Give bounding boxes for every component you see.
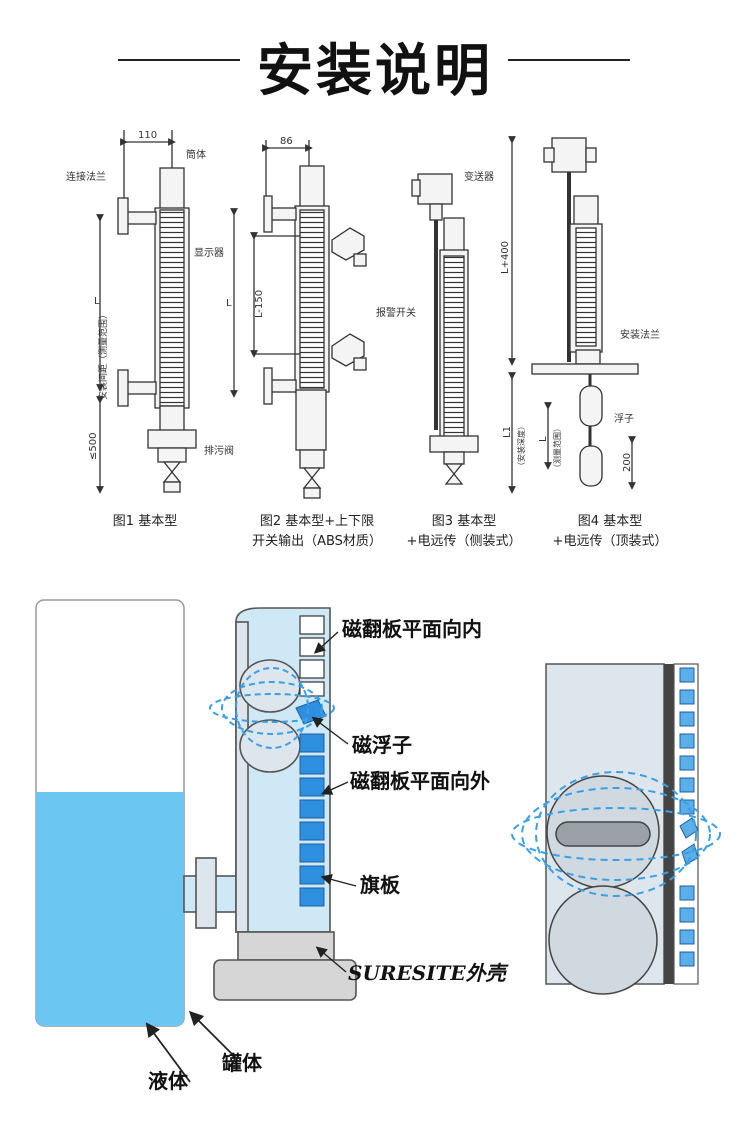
title-left-rule <box>118 59 240 61</box>
label-shell: SURESITE外壳 <box>348 961 510 985</box>
fig3-caption-line2: +电远传（侧装式） <box>406 534 522 549</box>
fig4-label-mount-flange: 安装法兰 <box>620 328 660 341</box>
title-right-rule <box>508 59 630 61</box>
label-magnetic-float: 磁浮子 <box>352 733 412 757</box>
fig4-caption-line2: +电远传（顶装式） <box>552 534 668 549</box>
figure-2 <box>230 140 367 499</box>
fig4-label-200: 200 <box>622 453 633 472</box>
flaps-outward <box>295 699 327 907</box>
figure-3 <box>411 173 479 485</box>
fig4-label-L400: L+400 <box>500 241 511 274</box>
fig1-label-flange: 连接法兰 <box>66 170 106 183</box>
magnetic-field-right <box>511 771 721 897</box>
figure-4 <box>508 136 639 494</box>
label-liquid: 液体 <box>148 1069 189 1093</box>
fig2-caption-line2: 开关输出（ABS材质） <box>252 534 382 549</box>
fig4-caption: 图4 基本型 +电远传（顶装式） <box>538 512 682 552</box>
fig4-label-L: L <box>538 436 549 442</box>
flaps-inward <box>299 615 325 697</box>
fig1-label-bottom: ≤500 <box>88 433 99 460</box>
fig3-caption: 图3 基本型 +电远传（侧装式） <box>396 512 532 552</box>
fig1-caption-text: 图1 基本型 <box>112 514 178 529</box>
fig2-dim-top: 86 <box>280 136 293 147</box>
tank <box>35 599 185 1027</box>
liquid-arrow <box>145 1022 191 1083</box>
fig4-label-install-depth: （安装深度） <box>516 422 526 470</box>
fig2-label-switch: 报警开关 <box>376 306 416 319</box>
page-title: 安装说明 <box>257 39 493 104</box>
label-tank: 罐体 <box>221 1051 263 1075</box>
fig1-dim-top: 110 <box>138 130 157 141</box>
fig1-label-L: L <box>94 296 100 307</box>
fig1-label-drain: 排污阀 <box>204 444 234 457</box>
fig2-caption: 图2 基本型+上下限 开关输出（ABS材质） <box>232 512 402 552</box>
fig2-label-L150: L-150 <box>254 290 265 318</box>
tank-arrow <box>188 1010 237 1059</box>
installation-drawings: 110 筒体 连接法兰 显示器 L 安装间距（测量范围） ≤500 排污阀 86… <box>66 130 660 499</box>
label-flap-outward: 磁翻板平面向外 <box>350 769 490 793</box>
fig4-label-L1: L1 <box>502 426 513 438</box>
fig1-label-body: 筒体 <box>186 148 206 161</box>
magnetic-field-left <box>209 667 335 749</box>
fig2-caption-line1: 图2 基本型+上下限 <box>259 514 375 529</box>
detail-view <box>545 663 699 995</box>
fig1-label-display: 显示器 <box>194 247 224 259</box>
figure-1 <box>96 130 197 494</box>
fig1-label-center-distance: 安装间距（测量范围） <box>97 310 109 400</box>
fig3-caption-line1: 图3 基本型 <box>431 514 497 529</box>
fig2-label-L: L <box>226 298 232 309</box>
label-flap-inward: 磁翻板平面向内 <box>342 617 482 641</box>
principle-diagram: 磁翻板平面向内 磁浮子 磁翻板平面向外 旗板 SURESITE外壳 液体 罐体 <box>35 599 721 1093</box>
fig3-label-transmitter: 变送器 <box>464 170 494 183</box>
fig4-label-float: 浮子 <box>614 413 634 425</box>
fig1-caption: 图1 基本型 <box>90 512 200 532</box>
fig4-caption-line1: 图4 基本型 <box>577 514 643 529</box>
gauge-column <box>183 607 357 1001</box>
label-flag-plate: 旗板 <box>360 873 401 897</box>
header: 安装说明 <box>0 18 750 104</box>
detail-flaps <box>679 667 699 967</box>
fig4-label-range: （测量范围） <box>552 424 562 472</box>
